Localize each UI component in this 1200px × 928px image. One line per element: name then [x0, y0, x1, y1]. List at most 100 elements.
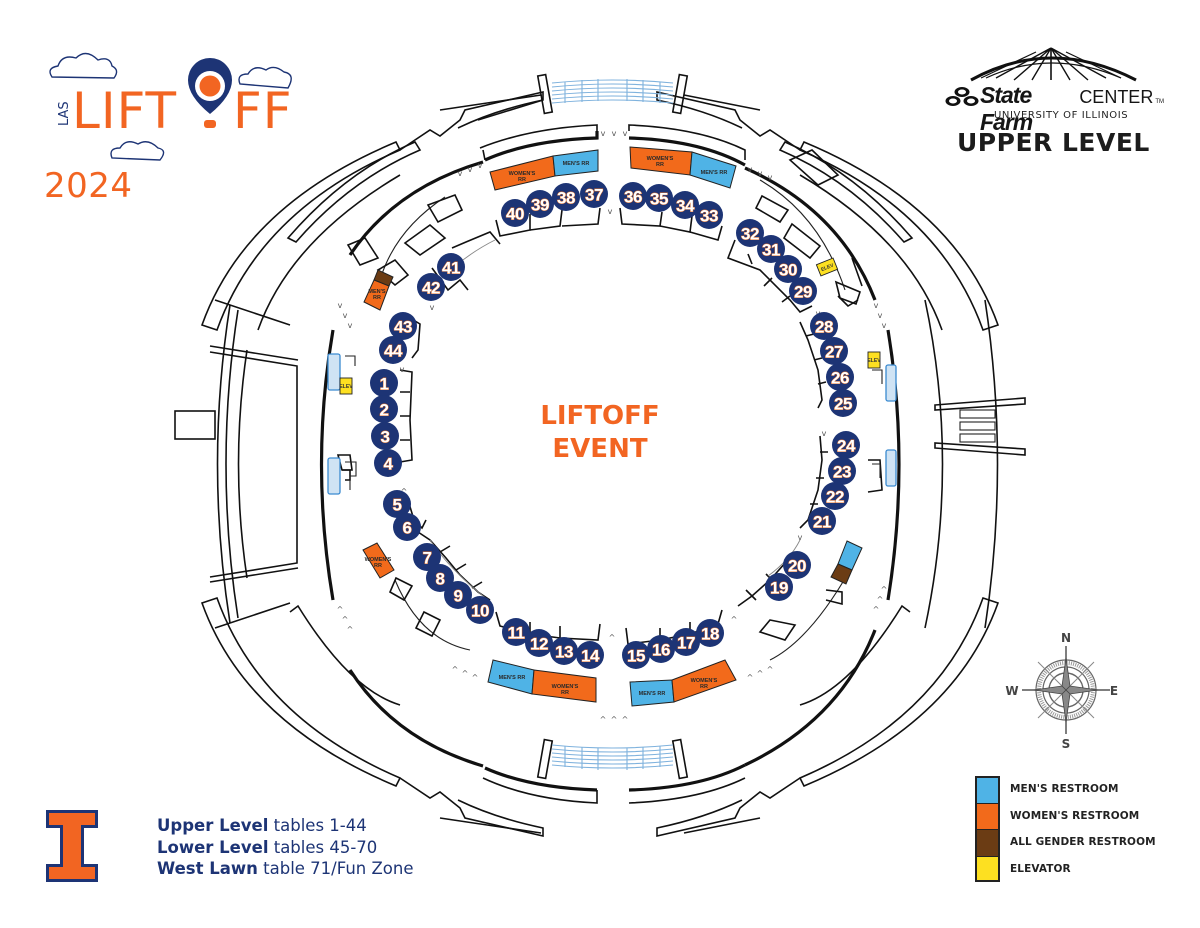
table-circle [647, 635, 675, 663]
table-marker[interactable]: 24 [832, 431, 860, 459]
table-marker[interactable]: 40 [501, 199, 529, 227]
table-marker[interactable]: 21 [808, 507, 836, 535]
legend-swatch [975, 776, 1000, 803]
table-marker[interactable]: 32 [736, 219, 764, 247]
table-number: 14 [581, 647, 600, 666]
table-marker[interactable]: 20 [783, 551, 811, 579]
table-marker[interactable]: 12 [525, 629, 553, 657]
table-marker[interactable]: 25 [829, 389, 857, 417]
table-circle [370, 395, 398, 423]
table-marker[interactable]: 36 [619, 182, 647, 210]
ramp-nw [286, 140, 422, 243]
table-marker[interactable]: 15 [622, 641, 650, 669]
table-marker[interactable]: 2 [370, 395, 398, 423]
table-marker[interactable]: 19 [765, 573, 793, 601]
table-marker[interactable]: 33 [695, 201, 723, 229]
table-number: 29 [794, 283, 812, 302]
outer-wall-nw [200, 140, 402, 332]
legend-swatch [975, 829, 1000, 856]
east-turnstiles [959, 409, 996, 443]
table-marker[interactable]: 43 [389, 312, 417, 340]
state-farm-ovals-icon [945, 87, 979, 106]
table-marker[interactable]: 30 [774, 255, 802, 283]
table-marker[interactable]: 9 [444, 581, 472, 609]
dome-icon [970, 47, 1137, 82]
logo-text-lift: LIFT [72, 82, 177, 140]
brand-center: CENTER [1079, 87, 1154, 107]
table-marker[interactable]: 42 [417, 273, 445, 301]
table-marker[interactable]: 3 [371, 422, 399, 450]
table-circle [426, 564, 454, 592]
table-number: 5 [393, 496, 402, 515]
east-arc-inner [924, 299, 944, 629]
table-marker[interactable]: 31 [757, 235, 785, 263]
concourse-wall-sw [348, 669, 484, 768]
table-circle [444, 581, 472, 609]
table-number: 30 [779, 261, 797, 280]
compass-north: N [1061, 631, 1071, 645]
table-marker[interactable]: 41 [437, 253, 465, 281]
table-circle [783, 551, 811, 579]
north-stairs-bridge [536, 73, 689, 115]
table-marker[interactable]: 27 [820, 337, 848, 365]
compass-south: S [1062, 737, 1071, 751]
table-marker[interactable]: 6 [393, 513, 421, 541]
table-marker[interactable]: 7 [413, 543, 441, 571]
table-marker[interactable]: 26 [826, 363, 854, 391]
table-marker[interactable]: 16 [647, 635, 675, 663]
table-marker[interactable]: 10 [466, 596, 494, 624]
table-marker[interactable]: 29 [789, 277, 817, 305]
table-marker[interactable]: 28 [810, 312, 838, 340]
west-bar-top [209, 345, 299, 361]
table-marker[interactable]: 8 [426, 564, 454, 592]
table-circle [550, 637, 578, 665]
elevators: ELEV ELEV ELEV [339, 257, 881, 395]
table-circle [525, 629, 553, 657]
table-number: 22 [826, 488, 844, 507]
legend-label: MEN'S RESTROOM [1010, 783, 1119, 796]
table-circle [383, 490, 411, 518]
table-marker[interactable]: 1 [370, 369, 398, 397]
table-marker[interactable]: 14 [576, 641, 604, 669]
table-marker[interactable]: 44 [379, 336, 407, 364]
table-marker[interactable]: 5 [383, 490, 411, 518]
table-marker[interactable]: 38 [552, 183, 580, 211]
elevator-label: ELEV [867, 358, 881, 364]
legend-item-womens: WOMEN'S RESTROOM [975, 802, 1156, 829]
table-circle [374, 449, 402, 477]
table-circle [832, 431, 860, 459]
center-event-label: LIFTOFF EVENT [490, 400, 710, 466]
table-marker[interactable]: 4 [374, 449, 402, 477]
table-marker[interactable]: 35 [645, 184, 673, 212]
table-marker[interactable]: 22 [821, 482, 849, 510]
concourse-wall-e [886, 329, 901, 601]
ramp-sw [289, 604, 401, 706]
table-marker[interactable]: 39 [526, 190, 554, 218]
table-marker[interactable]: 34 [671, 191, 699, 219]
brand-tm: TM [1155, 99, 1164, 105]
brand-state-farm: State Farm [980, 82, 1033, 135]
table-marker[interactable]: 11 [502, 618, 530, 646]
table-marker[interactable]: 18 [696, 619, 724, 647]
svg-text:v: v [758, 169, 763, 178]
table-circle [393, 513, 421, 541]
svg-text:v: v [400, 365, 405, 374]
levels-info: Upper Level tables 1-44 Lower Level tabl… [157, 815, 414, 880]
table-marker[interactable]: 17 [672, 628, 700, 656]
table-number: 39 [531, 196, 549, 215]
table-marker[interactable]: 13 [550, 637, 578, 665]
balloon-icon [188, 58, 232, 128]
event-year: 2024 [44, 166, 133, 206]
wall-segment-n1 [399, 90, 544, 151]
mens-restroom-north-left [552, 149, 599, 177]
outer-wall-se [798, 596, 1000, 788]
table-circle [757, 235, 785, 263]
svg-text:^: ^ [877, 595, 884, 604]
table-marker[interactable]: 37 [580, 180, 608, 208]
table-circle [820, 337, 848, 365]
table-marker[interactable]: 23 [828, 457, 856, 485]
mens-restroom-north-right [689, 151, 737, 189]
table-circle [580, 180, 608, 208]
